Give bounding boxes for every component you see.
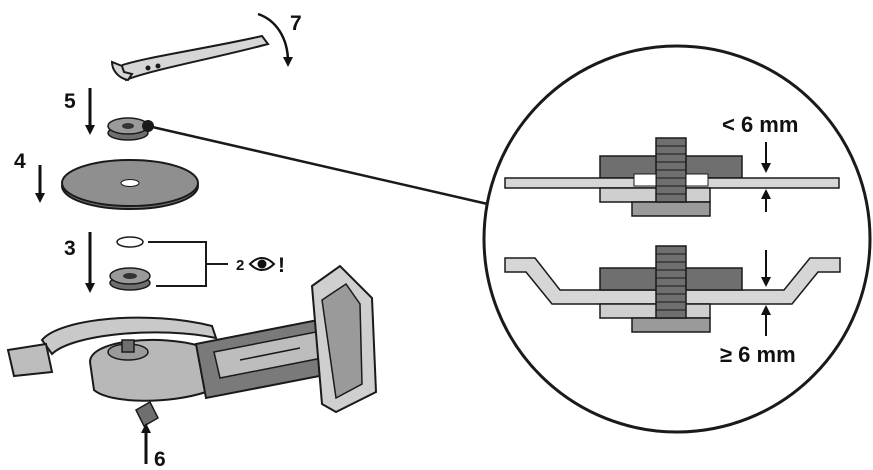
angle-grinder [6, 264, 378, 428]
lower-depressed-disc-assembly [504, 245, 841, 333]
detail-magnifier [482, 44, 872, 434]
clamping-nut [107, 117, 149, 141]
upper-gap-label: < 6 mm [722, 112, 798, 137]
step-4-label: 4 [14, 150, 26, 173]
step-7-label: 7 [290, 12, 302, 35]
inspect-bracket [148, 241, 228, 287]
rotate-arrow-7 [257, 12, 293, 67]
attention-mark: ! [278, 254, 285, 277]
callout-line [147, 124, 493, 207]
o-ring [116, 236, 144, 248]
spanner-wrench [110, 34, 270, 82]
eye-icon [248, 257, 276, 271]
upper-flat-disc-assembly [504, 137, 840, 217]
step-5-label: 5 [64, 90, 76, 113]
grinding-disc [61, 159, 199, 210]
step-2-label: 2 [236, 257, 244, 274]
lower-gap-label: ≥ 6 mm [720, 342, 796, 367]
step-6-label: 6 [154, 448, 166, 470]
support-flange [109, 267, 151, 291]
step-3-label: 3 [64, 237, 76, 260]
